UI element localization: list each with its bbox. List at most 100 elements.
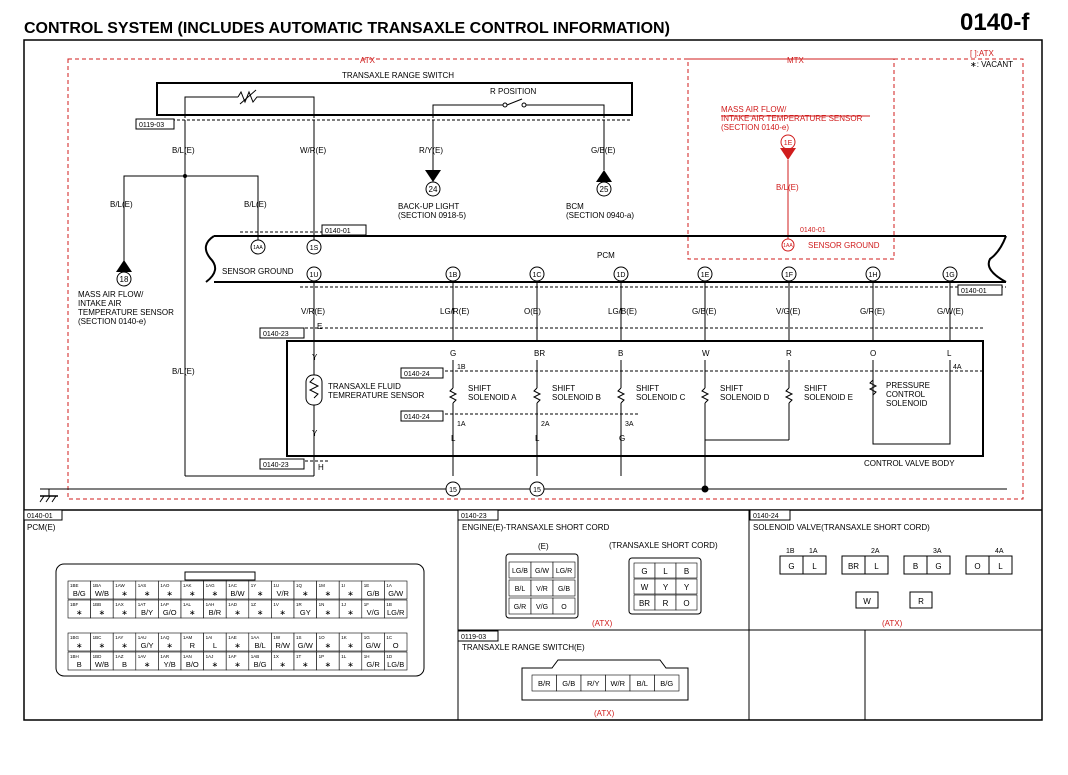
range-pin-cell	[654, 674, 680, 692]
cord-engine-color: LG/B	[512, 568, 528, 575]
pcm-pin-id: 1A	[386, 583, 392, 588]
sol-connector-color: BR	[848, 562, 859, 571]
ref-18-num: 18	[120, 275, 129, 284]
pcm-pin-color: ∗	[257, 608, 263, 617]
atx-region	[67, 58, 1024, 500]
pcm-pin-id: 1J	[341, 602, 346, 607]
cord-trans-color: B	[684, 567, 689, 576]
pcm-connector-lock	[184, 571, 256, 581]
pcm-pin-id: 1B	[386, 602, 392, 607]
conn-0140-23-bottom	[259, 458, 305, 470]
pcm-wire-label: G/B(E)	[692, 307, 717, 316]
pcm-pin-id: 1BH	[70, 654, 79, 659]
ref-25-circle	[596, 181, 612, 197]
pcm-terminal-label: 1E	[701, 272, 710, 279]
cord-trans-color: O	[683, 599, 689, 608]
pcm-pin-color: B/Y	[141, 608, 153, 617]
mtx-sensor-line-3: (SECTION 0140-e)	[721, 123, 789, 132]
cvb-pin-y-bottom: Y	[312, 429, 318, 438]
cord-trans-color: Y	[663, 583, 669, 592]
sol-connector-pin: 2A	[871, 548, 880, 555]
cvb-wire-color: W	[702, 349, 710, 358]
pcm-pin-color: G/W	[366, 641, 382, 650]
pcm-pin-color: B/G	[254, 660, 267, 669]
pcm-wire-label: O(E)	[524, 307, 541, 316]
ref-24-num: 24	[429, 185, 438, 194]
wire-label-ry-top: R/Y(E)	[419, 146, 443, 155]
pcm-pin-color: ∗	[325, 589, 331, 598]
solenoid-label: SOLENOID A	[468, 393, 517, 402]
pcm-pin-color: ∗	[302, 660, 308, 669]
pcm-pin-color: B	[77, 660, 82, 669]
pcm-pin-color: V/G	[367, 608, 380, 617]
pcm-pin-id: 1BC	[93, 635, 103, 640]
pcm-pin-id: 1AC	[228, 583, 238, 588]
sol-connector-pin: 4A	[995, 548, 1004, 555]
wire-label-bl-mid: B/L(E)	[244, 200, 267, 209]
sol-single-connector	[909, 591, 933, 609]
sol-pin-bottom: 2A	[541, 421, 550, 428]
pcm-pin-id: 1AI	[206, 635, 213, 640]
conn-0119-03-label: 0119-03	[139, 122, 164, 129]
rs-resistor	[237, 90, 315, 118]
solenoid-label: CONTROL	[886, 390, 926, 399]
range-switch-title: TRANSAXLE RANGE SWITCH	[342, 71, 454, 80]
ref-24-arrow	[425, 170, 441, 182]
pcm-pin-color: LG/B	[387, 660, 404, 669]
pcm-pin-color: ∗	[325, 641, 331, 650]
pcm-panel-title: PCM(E)	[27, 523, 56, 532]
sol-single-color: W	[863, 597, 871, 606]
cvb-pin-y-top: Y	[312, 353, 318, 362]
conn-0140-23-top	[259, 327, 305, 339]
cord-engine-label: (E)	[538, 542, 549, 551]
cord-title: ENGINE(E)-TRANSAXLE SHORT CORD	[462, 523, 610, 532]
pcm-pin-cell	[384, 651, 408, 671]
pcm-pin-color: ∗	[167, 589, 173, 598]
pcm-terminal-1C	[529, 266, 545, 282]
cord-engine-cell	[552, 561, 576, 579]
cord-engine-color: V/R	[536, 586, 548, 593]
pcm-pin-color: G/W	[298, 641, 314, 650]
pcm-pin-id: 1AH	[206, 602, 215, 607]
wire-label-bl-top: B/L(E)	[172, 146, 195, 155]
pcm-pin-id: 1T	[296, 654, 302, 659]
pcm-pin-id: 1AR	[160, 654, 170, 659]
pcm-pin-id: 1K	[341, 635, 347, 640]
cvb-pin-e: E	[317, 322, 322, 331]
pcm-terminal-1s-label: 1S	[310, 245, 319, 252]
control-valve-body	[286, 340, 984, 457]
cord-engine-color: LG/R	[556, 568, 572, 575]
pcm-pin-color: ∗	[234, 608, 240, 617]
ref-24-line-2: (SECTION 0918-5)	[398, 211, 466, 220]
pcm-wire-label: V/R(E)	[301, 307, 325, 316]
pcm-pin-id: 1H	[364, 654, 370, 659]
ref-24-line-1: BACK-UP LIGHT	[398, 202, 459, 211]
pcm-terminal-1F	[781, 266, 797, 282]
r-switch-contact-a	[502, 102, 508, 108]
conn-0119-03	[135, 118, 175, 130]
r-switch-contact-b	[521, 102, 527, 108]
pcm-pin-id: 1AX	[115, 602, 124, 607]
pcm-pin-id: 1O	[319, 635, 326, 640]
pcm-pin-id: 1AL	[183, 602, 192, 607]
sol-pin-bottom: 3A	[625, 421, 634, 428]
pcm-pin-id: 1AM	[183, 635, 193, 640]
wire-bl-mid	[185, 175, 259, 240]
sol-pin-top: 4A	[953, 364, 962, 371]
pcm-pin-color: ∗	[234, 660, 240, 669]
cord-engine-color: O	[561, 604, 567, 611]
ref-18-line-1: MASS AIR FLOW/	[78, 290, 144, 299]
pcm-pin-id: 1AJ	[206, 654, 214, 659]
cvb-wire-color: R	[786, 349, 792, 358]
pcm-pin-id: 1S	[296, 635, 302, 640]
pcm-pin-color: ∗	[99, 641, 105, 650]
pcm-pin-color: ∗	[144, 589, 150, 598]
pcm-terminal-1G	[942, 266, 958, 282]
pcm-pin-color: G/Y	[141, 641, 154, 650]
pcm-pin-color: ∗	[347, 660, 353, 669]
pcm-conn-top	[321, 224, 367, 236]
cord-trans-color: W	[641, 583, 649, 592]
sol-bottom-color: L	[535, 434, 540, 443]
